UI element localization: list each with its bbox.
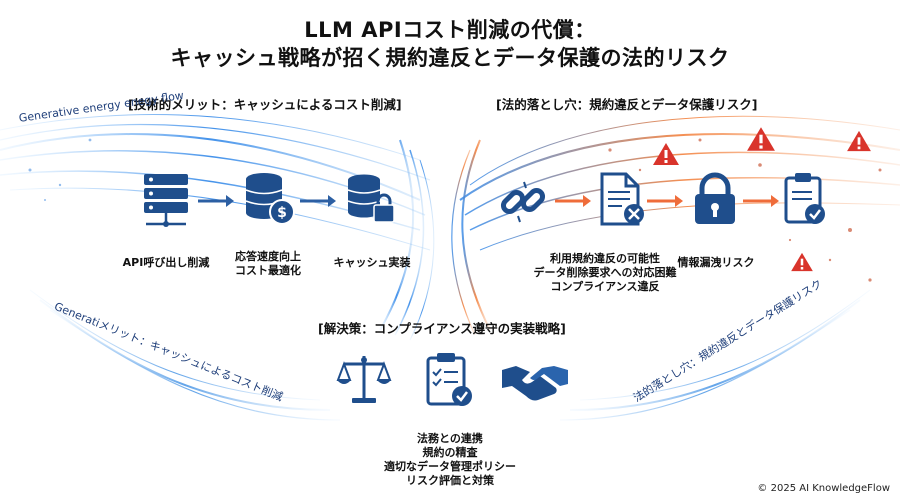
right-section-heading: [法的落とし穴：規約違反とデータ保護リスク] (496, 97, 758, 112)
page-title-line2: キャッシュ戦略が招く規約違反とデータ保護の法的リスク (170, 46, 730, 70)
arrow-right-icon (300, 195, 336, 207)
solution-section-heading: [解決策：コンプライアンス遵守の実装戦略] (318, 321, 566, 336)
document-x-icon (600, 172, 644, 226)
checklist-icon (426, 353, 472, 406)
left-section-heading: [技術的メリット：キャッシュによるコスト削減] (128, 97, 402, 112)
step-label-terms-violation: 利用規約違反の可能性 データ削除要求への対応困難 コンプライアンス違反 (533, 252, 677, 293)
copyright-footer: © 2025 AI KnowledgeFlow (757, 483, 890, 494)
solution-item: リスク評価と対策 (406, 474, 494, 487)
arrow-right-orange-icon (743, 195, 779, 207)
step-label-api-reduction: API呼び出し削減 (122, 256, 210, 269)
solution-item: 法務との連携 (417, 432, 483, 445)
handshake-icon (502, 366, 568, 401)
broken-chain-icon (500, 181, 546, 223)
scales-icon (336, 356, 392, 403)
warning-icon (847, 130, 871, 152)
page-title-line1: LLM APIコスト削減の代償： (304, 18, 596, 42)
svg-text:$: $ (277, 205, 287, 221)
arrow-right-orange-icon (647, 195, 683, 207)
padlock-icon (695, 172, 735, 224)
arrow-right-icon (198, 195, 234, 207)
step-label-leak-risk: 情報漏洩リスク (677, 256, 755, 269)
solution-items-list: 法務との連携 規約の精査 適切なデータ管理ポリシー リスク評価と対策 (330, 432, 570, 488)
database-dollar-icon: $ (245, 173, 295, 225)
server-icon (144, 174, 188, 227)
solution-item: 規約の精査 (422, 446, 478, 459)
warning-icon (747, 127, 775, 151)
warning-icon (791, 252, 813, 272)
warning-icon (653, 143, 679, 165)
step-label-cache-impl: キャッシュ実装 (333, 256, 411, 269)
arrow-right-orange-icon (555, 195, 591, 207)
step-label-speed-cost: 応答速度向上 コスト最適化 (235, 250, 301, 277)
database-lock-icon (347, 174, 395, 223)
clipboard-check-icon (784, 173, 825, 224)
solution-item: 適切なデータ管理ポリシー (384, 460, 516, 473)
